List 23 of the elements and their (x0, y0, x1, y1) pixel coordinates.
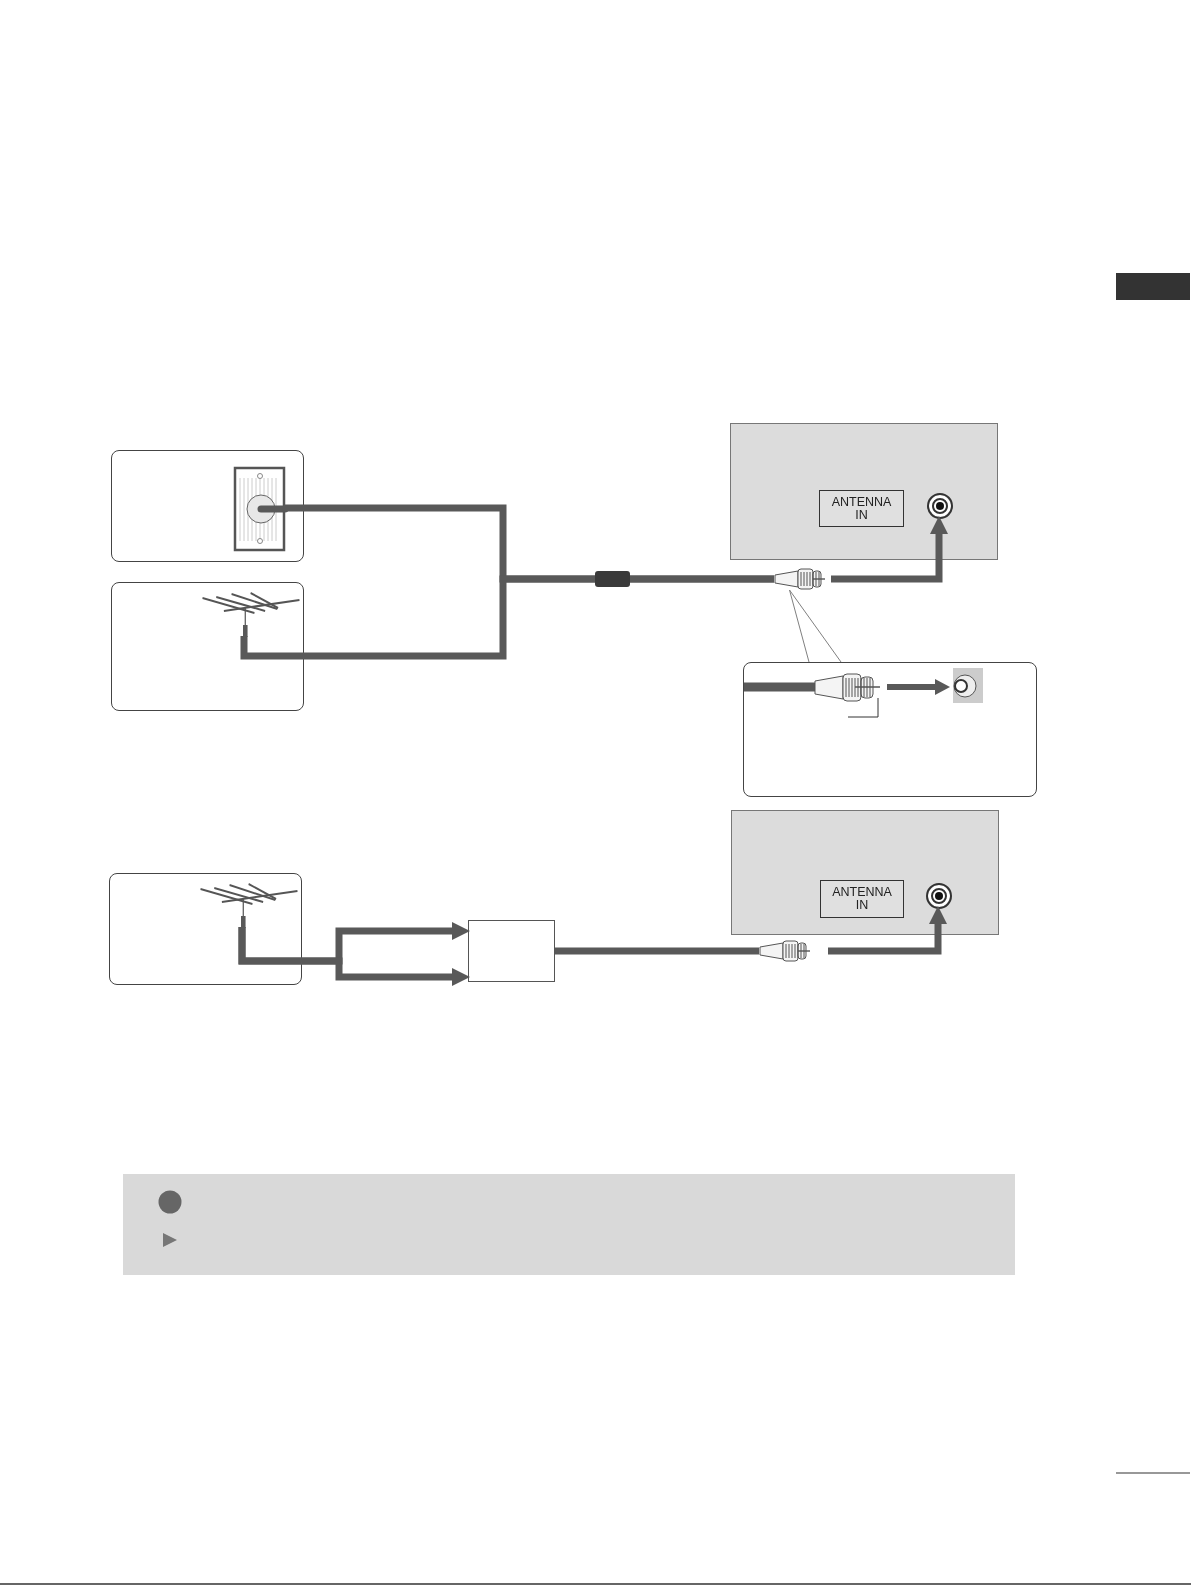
wall-outlet-drawing (234, 467, 285, 551)
scene-panel (111, 450, 304, 562)
antenna-drawing (201, 589, 301, 637)
section-tab (1116, 273, 1190, 300)
signal-amplifier-box (468, 920, 555, 982)
port-label (820, 880, 904, 918)
port-name: ANTENNA IN (830, 495, 893, 522)
antenna-jack (926, 883, 952, 909)
scene-panel (111, 582, 304, 711)
detail-inset (743, 662, 1037, 797)
tv-back-panel (730, 423, 998, 560)
port-name: ANTENNA IN (831, 886, 893, 912)
antenna-drawing (199, 880, 299, 928)
coax-connector-drawing (759, 940, 810, 962)
coax-connector-drawing (774, 568, 825, 590)
scene-panel (109, 873, 302, 985)
tv-back-panel (731, 810, 999, 935)
coaxial-cable (240, 575, 774, 660)
port-label (819, 490, 904, 527)
callout-line (789, 589, 842, 663)
antenna-jack (927, 493, 953, 519)
coaxial-cable (555, 947, 759, 955)
note-panel (123, 1174, 1015, 1275)
